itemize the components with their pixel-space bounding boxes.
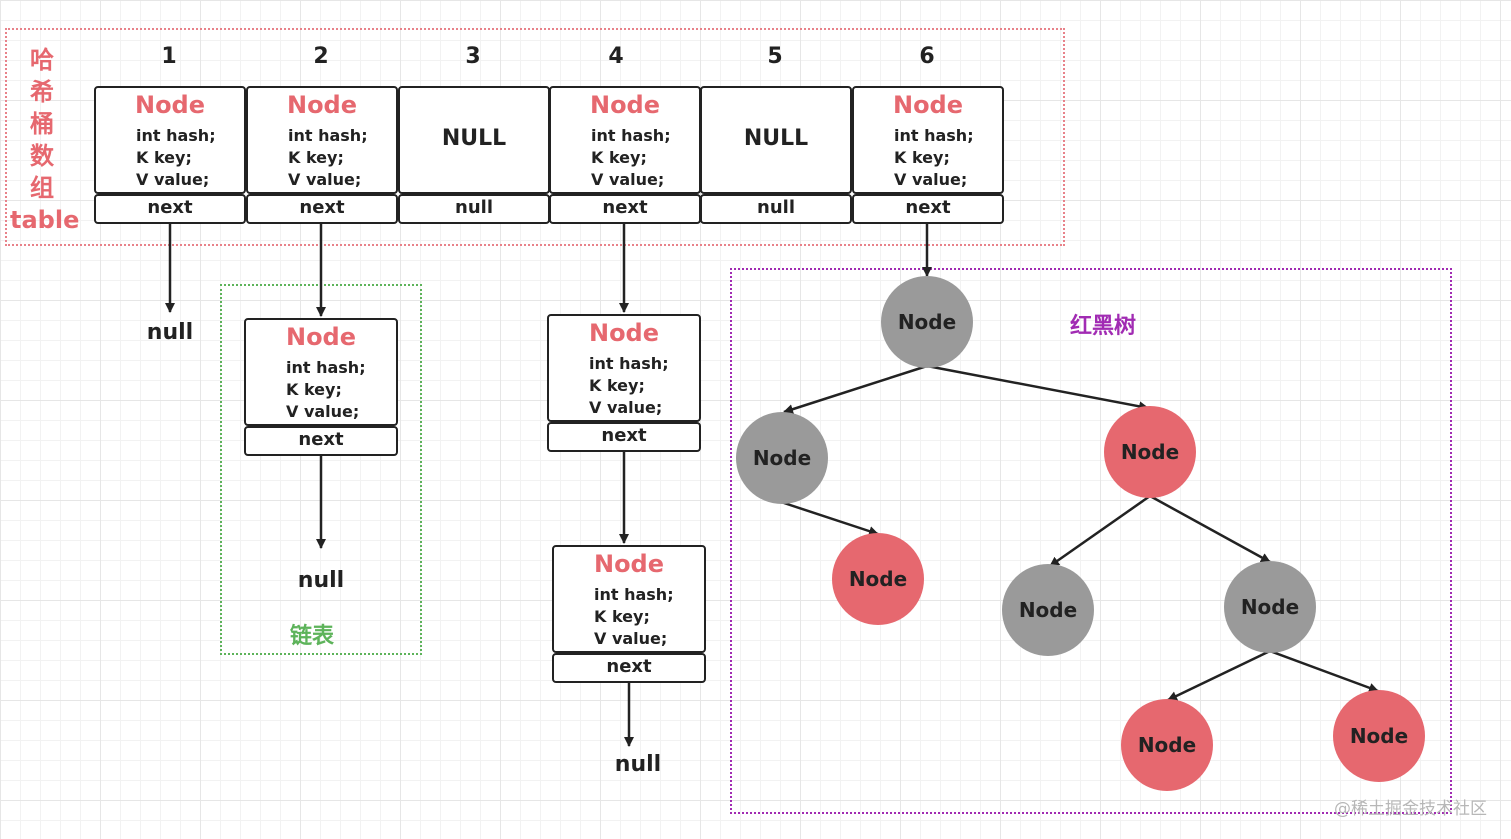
list-node: Node int hash; K key; V value; next — [552, 545, 706, 683]
node-title: Node — [588, 319, 660, 347]
node-hash-field: int hash; — [288, 126, 368, 145]
tree-edge — [926, 364, 1149, 412]
node-hash-field: int hash; — [894, 126, 974, 145]
tree-node-black: Node — [1002, 564, 1094, 656]
node-value-field: V value; — [594, 629, 668, 648]
node-next-field: next — [852, 194, 1004, 224]
list-node: Node int hash; K key; V value; next — [547, 314, 701, 452]
null-pointer: null — [700, 194, 852, 224]
node-key-field: K key; — [594, 607, 650, 626]
empty-bucket: NULL null — [398, 86, 550, 224]
node-next-field: next — [246, 194, 398, 224]
node-title: Node — [593, 550, 665, 578]
tree-node-black: Node — [1224, 561, 1316, 653]
node-hash-field: int hash; — [286, 358, 366, 377]
bucket-index: 4 — [608, 44, 624, 69]
bucket-index: 1 — [161, 44, 177, 69]
tree-node-red: Node — [1104, 406, 1196, 498]
bucket-index: 5 — [767, 44, 783, 69]
node-next-field: next — [549, 194, 701, 224]
tree-edge — [780, 500, 879, 536]
null-text: null — [614, 752, 662, 777]
watermark: @稀土掘金技术社区 — [1334, 799, 1487, 819]
node-value-field: V value; — [288, 170, 362, 189]
null-text: null — [297, 568, 345, 593]
null-marker: NULL — [743, 126, 809, 151]
empty-bucket: NULL null — [700, 86, 852, 224]
null-marker: NULL — [441, 126, 507, 151]
tree-edge — [1167, 649, 1271, 702]
node-key-field: K key; — [591, 148, 647, 167]
node-title: Node — [134, 91, 206, 119]
list-node: Node int hash; K key; V value; next — [244, 318, 398, 456]
hash-bucket-array-label: 哈 希 桶 数 组 table — [10, 46, 80, 234]
node-key-field: K key; — [136, 148, 192, 167]
bucket-node: Node int hash; K key; V value; next — [852, 86, 1004, 224]
node-title: Node — [589, 91, 661, 119]
node-hash-field: int hash; — [591, 126, 671, 145]
node-hash-field: int hash; — [594, 585, 674, 604]
tree-edge — [1269, 649, 1379, 693]
tree-node-black: Node — [736, 412, 828, 504]
tree-node-red: Node — [1333, 690, 1425, 782]
node-title: Node — [285, 323, 357, 351]
bucket-node: Node int hash; K key; V value; next — [246, 86, 398, 224]
linked-list-label: 链表 — [290, 624, 335, 649]
node-key-field: K key; — [894, 148, 950, 167]
null-text: null — [146, 320, 194, 345]
bucket-node: Node int hash; K key; V value; next — [94, 86, 246, 224]
bucket-index: 2 — [313, 44, 329, 69]
node-title: Node — [892, 91, 964, 119]
node-hash-field: int hash; — [136, 126, 216, 145]
tree-edge — [1149, 494, 1271, 564]
node-next-field: next — [547, 422, 701, 452]
tree-edge — [783, 364, 928, 415]
bucket-index: 6 — [919, 44, 935, 69]
hash-table-region — [5, 28, 1065, 246]
node-value-field: V value; — [591, 170, 665, 189]
tree-node-red: Node — [832, 533, 924, 625]
node-hash-field: int hash; — [589, 354, 669, 373]
node-key-field: K key; — [286, 380, 342, 399]
bucket-index: 3 — [465, 44, 481, 69]
node-key-field: K key; — [589, 376, 645, 395]
null-pointer: null — [398, 194, 550, 224]
node-key-field: K key; — [288, 148, 344, 167]
node-next-field: next — [94, 194, 246, 224]
node-next-field: next — [552, 653, 706, 683]
tree-node-black: Node — [881, 276, 973, 368]
node-value-field: V value; — [894, 170, 968, 189]
node-value-field: V value; — [589, 398, 663, 417]
tree-node-red: Node — [1121, 699, 1213, 791]
red-black-tree-label: 红黑树 — [1070, 314, 1137, 339]
node-title: Node — [286, 91, 358, 119]
red-black-tree-region — [730, 268, 1452, 814]
bucket-node: Node int hash; K key; V value; next — [549, 86, 701, 224]
tree-edge — [1049, 494, 1151, 568]
node-next-field: next — [244, 426, 398, 456]
node-value-field: V value; — [286, 402, 360, 421]
node-value-field: V value; — [136, 170, 210, 189]
